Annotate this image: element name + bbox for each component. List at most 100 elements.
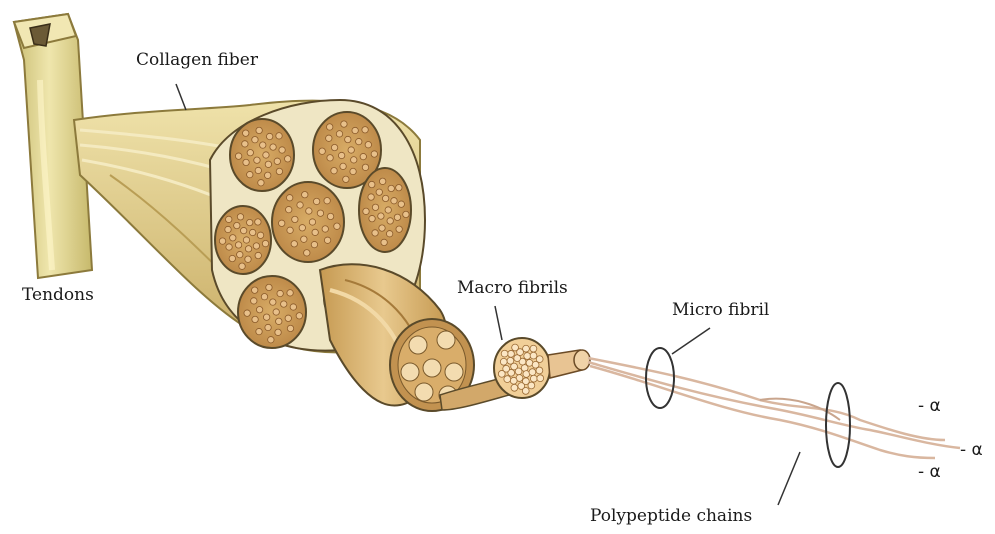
fibril-dot (226, 244, 232, 250)
fibril-dot (331, 168, 337, 174)
macro-fibril-bundle (320, 264, 474, 411)
fibril-dot (237, 251, 243, 257)
label-micro-fibril: Micro fibril (672, 300, 769, 320)
micro-fibril-unit (537, 375, 544, 382)
fibril-dot (382, 195, 388, 201)
fibril-dot (396, 184, 402, 190)
fibril-dot (403, 211, 409, 217)
fibril-dot (244, 310, 250, 316)
fibril-dot (275, 329, 281, 335)
fibril-dot (287, 227, 293, 233)
micro-fibril-unit (530, 345, 537, 352)
fibril-dot (245, 246, 251, 252)
label-collagen-fiber: Collagen fiber (136, 50, 258, 70)
micro-fibril-unit (536, 367, 543, 374)
fibril-dot (245, 256, 251, 262)
fibril-dot (265, 161, 271, 167)
fibril-dot (219, 238, 225, 244)
fibril-dot (369, 181, 375, 187)
fibril-dot (398, 201, 404, 207)
fibril-dot (396, 226, 402, 232)
fibril-dot (285, 156, 291, 162)
fibril-dot (265, 324, 271, 330)
fibril-dot (341, 121, 347, 127)
fibril-dot (385, 207, 391, 213)
fibril-dot (331, 144, 337, 150)
fibril-dot (234, 222, 240, 228)
fibril-dot (285, 315, 291, 321)
fibril-dot (350, 168, 356, 174)
macro-fibril-unit (423, 359, 441, 377)
micro-fibril-unit (500, 358, 507, 365)
fibril-dot (334, 223, 340, 229)
macro-fibril-unit (401, 363, 419, 381)
fibril-dot (362, 127, 368, 133)
fibril-dot (372, 204, 378, 210)
micro-fibril-unit (508, 350, 515, 357)
micro-fibril-unit (529, 369, 536, 376)
micro-fibril-unit (507, 357, 514, 364)
fibril-dot (299, 225, 305, 231)
micro-fibril-unit (498, 370, 505, 377)
fibril-dot (235, 242, 241, 248)
polypeptide-chains (588, 358, 960, 458)
fibril-dot (258, 180, 264, 186)
fibril-dot (327, 155, 333, 161)
fibril-dot (362, 164, 368, 170)
fibril-dot (363, 208, 369, 214)
fibril-dot (388, 185, 394, 191)
fibril-dot (265, 172, 271, 178)
fibril-dot (276, 168, 282, 174)
micro-fibril-unit (530, 375, 537, 382)
fibril-dot (229, 255, 235, 261)
fibril-dot (266, 133, 272, 139)
fibril-dot (225, 226, 231, 232)
fibril-dot (268, 337, 274, 343)
fibril-dot (255, 219, 261, 225)
fibril-dot (243, 159, 249, 165)
fibril-dot (273, 309, 279, 315)
fibril-dot (371, 151, 377, 157)
fibril-dot (263, 314, 269, 320)
fibril-dot (276, 318, 282, 324)
macro-fibril-unit (409, 336, 427, 354)
fibril-dot (252, 137, 258, 143)
fibril-dot (253, 243, 259, 249)
fibril-dot (324, 237, 330, 243)
fibril-dot (287, 290, 293, 296)
fibril-dot (311, 241, 317, 247)
fibril-dot (309, 219, 315, 225)
fibril-dot (297, 202, 303, 208)
fibril-dot (365, 142, 371, 148)
fibril-dot (230, 235, 236, 241)
micro-fibril-unit (528, 382, 535, 389)
fibril-dot (312, 229, 318, 235)
fibril-dot (292, 216, 298, 222)
fibril-dot (256, 328, 262, 334)
fibril-dot (262, 240, 268, 246)
fibril-dot (263, 152, 269, 158)
fibril-dot (381, 239, 387, 245)
fibril-dot (240, 227, 246, 233)
fibril-dot (255, 167, 261, 173)
micro-fibril-unit (512, 344, 519, 351)
fibril-dot (274, 158, 280, 164)
alpha-label-2: - α (960, 440, 983, 460)
micro-fibril-unit (530, 352, 537, 359)
fibril-dot (302, 192, 308, 198)
label-tendons: Tendons (22, 285, 94, 305)
fibril-dot (369, 215, 375, 221)
fibril-dot (226, 216, 232, 222)
macro-fibril-unit (437, 331, 455, 349)
fibril-dot (324, 198, 330, 204)
micro-fibril-unit (511, 384, 518, 391)
fibril-dot (386, 231, 392, 237)
fibril-dot (340, 163, 346, 169)
fibril-dot (356, 138, 362, 144)
fibril-dot (276, 133, 282, 139)
fibril-dot (252, 287, 258, 293)
fibril-dot (368, 194, 374, 200)
fibril-dot (387, 218, 393, 224)
